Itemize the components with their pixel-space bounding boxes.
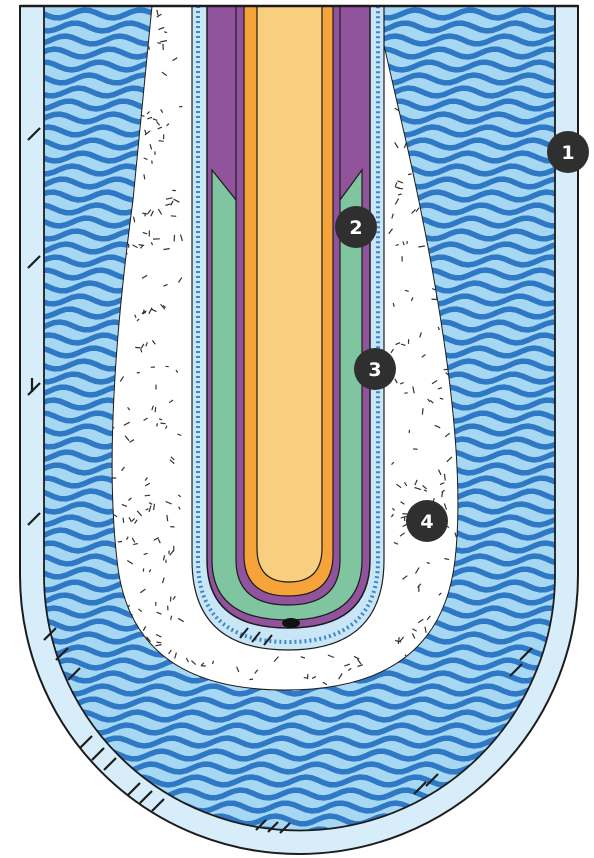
insulation-fleck [171, 216, 176, 217]
label-3: 3 [354, 348, 396, 390]
insulation-fleck [408, 174, 412, 175]
label-2: 2 [335, 206, 377, 248]
label-1-text: 1 [561, 142, 574, 164]
insulation-fleck [250, 679, 254, 680]
insulation-fleck [152, 161, 153, 164]
insulation-fleck [135, 347, 140, 348]
insulation-fleck [161, 423, 166, 424]
label-2-text: 2 [349, 217, 362, 239]
insulation-fleck [422, 408, 423, 414]
insulation-fleck [164, 32, 167, 33]
insulation-fleck [159, 141, 164, 142]
insulation-fleck [149, 46, 150, 50]
insulation-fleck [145, 495, 150, 496]
insulation-fleck [398, 188, 403, 189]
core [257, 6, 322, 582]
insulation-fleck [123, 518, 124, 523]
label-4: 4 [406, 500, 448, 542]
insulation-fleck [432, 299, 438, 300]
insulation-fleck [157, 642, 162, 643]
bottom-contact-dot [282, 618, 300, 628]
label-4-text: 4 [420, 511, 433, 533]
insulation-fleck [137, 372, 140, 373]
insulation-fleck [396, 245, 399, 246]
insulation-fleck [402, 514, 408, 515]
label-1: 1 [547, 131, 589, 173]
label-3-text: 3 [368, 359, 381, 381]
insulation-fleck [167, 515, 168, 521]
insulation-fleck [155, 407, 156, 412]
insulation-fleck [143, 568, 144, 571]
insulation-fleck [407, 241, 408, 244]
